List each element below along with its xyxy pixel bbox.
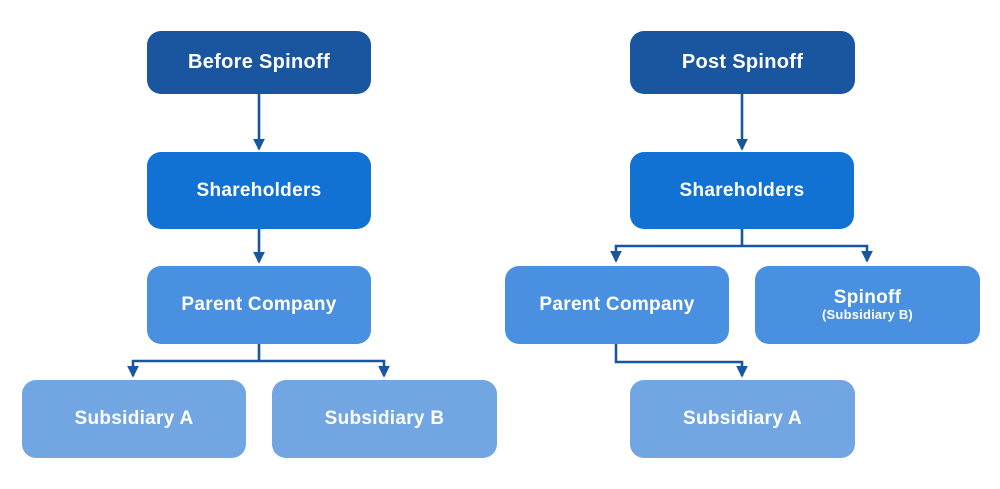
- connector-branch-to-subsidiary-a-left: [127, 359, 259, 378]
- node-label: Parent Company: [539, 294, 695, 315]
- connector-branch-to-parent-right: [610, 244, 742, 263]
- node-shareholders-left: Shareholders: [147, 152, 371, 229]
- node-spinoff: Spinoff (Subsidiary B): [755, 266, 980, 344]
- node-label: Parent Company: [181, 294, 337, 315]
- node-label: Shareholders: [679, 179, 805, 201]
- connector-branch-to-spinoff: [742, 244, 873, 263]
- connector-branch-to-subsidiary-b-left: [259, 359, 390, 378]
- node-shareholders-right: Shareholders: [630, 152, 854, 229]
- node-subsidiary-b-left: Subsidiary B: [272, 380, 497, 458]
- node-label: Post Spinoff: [681, 51, 804, 73]
- node-label: Subsidiary A: [682, 408, 803, 429]
- node-label: Before Spinoff: [188, 51, 330, 73]
- node-label-group: Spinoff (Subsidiary B): [822, 287, 913, 324]
- node-parent-company-left: Parent Company: [147, 266, 371, 344]
- node-label: Shareholders: [196, 179, 322, 201]
- node-label: Subsidiary A: [74, 408, 194, 429]
- node-label: Subsidiary B: [324, 408, 445, 429]
- node-label: Spinoff: [833, 286, 902, 308]
- node-parent-company-right: Parent Company: [505, 266, 729, 344]
- node-post-spinoff-title: Post Spinoff: [630, 31, 855, 94]
- connector-parent-to-subsidiary-a-right: [614, 344, 748, 378]
- node-sublabel: (Subsidiary B): [822, 307, 913, 323]
- node-subsidiary-a-right: Subsidiary A: [630, 380, 855, 458]
- node-before-spinoff-title: Before Spinoff: [147, 31, 371, 94]
- node-subsidiary-a-left: Subsidiary A: [22, 380, 246, 458]
